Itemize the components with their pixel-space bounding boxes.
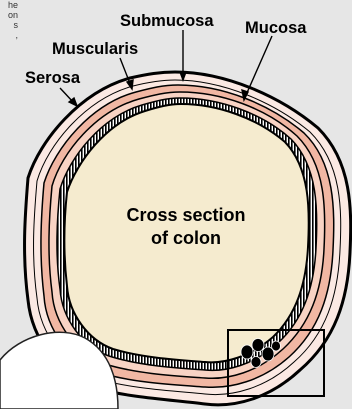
label-muscularis: Muscularis xyxy=(52,40,138,58)
label-mucosa: Mucosa xyxy=(245,19,307,37)
label-serosa: Serosa xyxy=(25,69,81,87)
center-title-line-1: Cross section xyxy=(126,205,245,225)
center-title-line-2: of colon xyxy=(151,228,221,248)
label-submucosa: Submucosa xyxy=(120,12,214,30)
